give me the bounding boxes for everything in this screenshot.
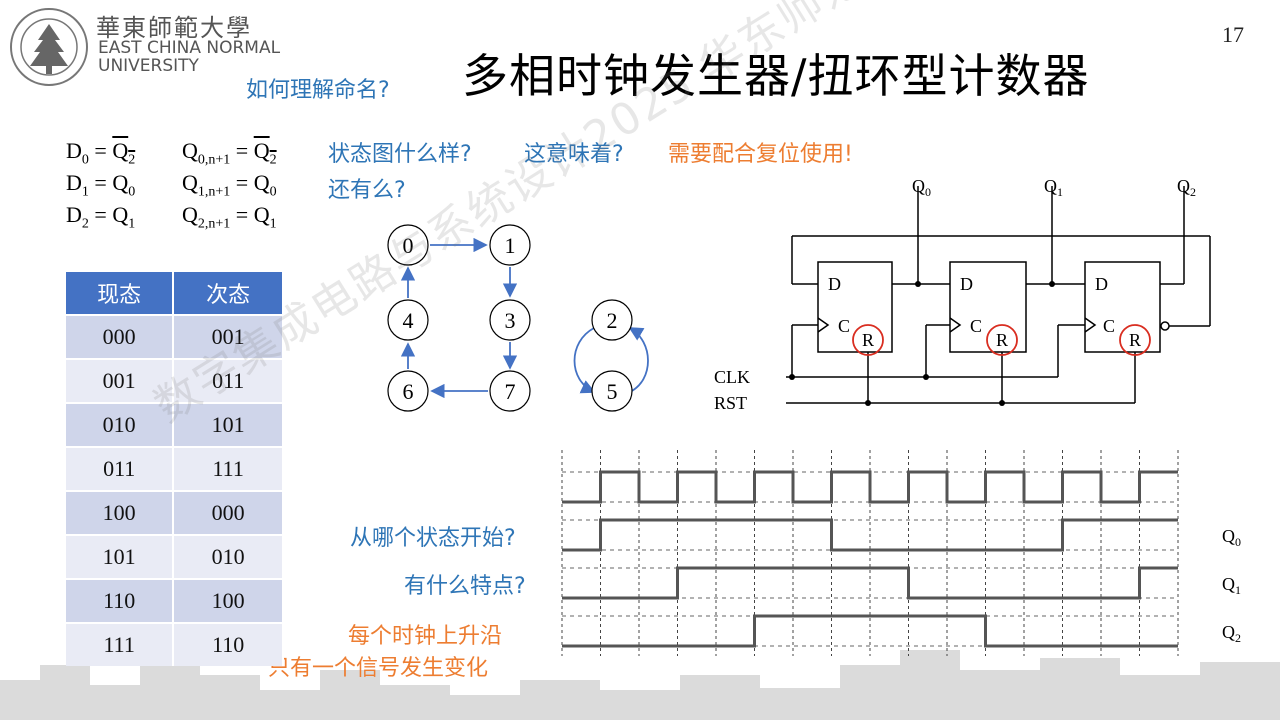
table-cell: 010 bbox=[173, 534, 284, 579]
note-rising-edge-line2: 只有一个信号发生变化 bbox=[268, 656, 489, 681]
equation-q0-next: Q0,n+1 = Q2 bbox=[182, 138, 277, 168]
clock-waveform bbox=[562, 470, 1178, 504]
equation-d2: D2 = Q1 bbox=[66, 202, 136, 232]
table-cell: 110 bbox=[66, 578, 175, 623]
timing-label-q0: Q0 bbox=[1222, 526, 1241, 549]
clk-label: CLK bbox=[714, 367, 750, 387]
state-node-7: 7 bbox=[489, 370, 531, 412]
svg-text:6: 6 bbox=[403, 379, 414, 404]
state-node-4: 4 bbox=[387, 299, 429, 341]
state-node-3: 3 bbox=[489, 299, 531, 341]
q1-waveform bbox=[562, 566, 1178, 600]
page-number: 17 bbox=[1222, 22, 1244, 47]
university-name-chinese: 華東師範大學 bbox=[96, 14, 252, 42]
table-cell: 010 bbox=[66, 402, 175, 447]
note-rising-edge-line1: 每个时钟上升沿 bbox=[348, 624, 503, 649]
table-cell: 000 bbox=[173, 490, 284, 535]
question-state-diagram: 状态图什么样? bbox=[328, 142, 472, 167]
equation-d1: D1 = Q0 bbox=[66, 170, 136, 200]
table-cell: 001 bbox=[66, 358, 175, 403]
state-node-1: 1 bbox=[489, 224, 531, 266]
university-name-english-line2: UNIVERSITY bbox=[98, 56, 199, 76]
table-cell: 101 bbox=[66, 534, 175, 579]
university-name-english-line1: EAST CHINA NORMAL bbox=[98, 38, 281, 58]
university-emblem-icon bbox=[10, 8, 88, 86]
table-cell: 111 bbox=[66, 622, 175, 666]
flip-flop-1 bbox=[949, 261, 1027, 353]
table-header-next-state: 次态 bbox=[173, 272, 284, 315]
table-cell: 100 bbox=[66, 490, 175, 535]
table-cell: 011 bbox=[66, 446, 175, 491]
svg-text:5: 5 bbox=[607, 379, 618, 404]
table-cell: 100 bbox=[173, 578, 284, 623]
state-node-6: 6 bbox=[387, 370, 429, 412]
svg-text:4: 4 bbox=[403, 308, 414, 333]
ff-d-label: D bbox=[960, 274, 973, 294]
timing-waveforms bbox=[562, 470, 1178, 648]
circuit-output-q0-label: Q0 bbox=[912, 176, 931, 199]
state-node-5: 5 bbox=[591, 370, 633, 412]
edge-5-to-2 bbox=[628, 327, 649, 393]
state-node-2: 2 bbox=[591, 299, 633, 341]
state-diagram: 0 1 3 7 6 4 2 5 bbox=[387, 224, 649, 412]
reset-highlight-circle bbox=[986, 324, 1018, 356]
q0-waveform bbox=[562, 518, 1178, 552]
svg-text:0: 0 bbox=[403, 233, 414, 258]
edge-2-to-5 bbox=[573, 327, 596, 394]
svg-text:2: 2 bbox=[607, 308, 618, 333]
ff-r-label: R bbox=[1129, 330, 1141, 350]
rst-label: RST bbox=[714, 393, 747, 413]
table-cell: 111 bbox=[173, 446, 284, 491]
reset-highlight-circle bbox=[1119, 324, 1151, 356]
svg-text:3: 3 bbox=[505, 308, 516, 333]
note-reset-required: 需要配合复位使用! bbox=[668, 142, 853, 167]
table-header-current-state: 现态 bbox=[66, 272, 175, 315]
reset-highlight-circle bbox=[852, 324, 884, 356]
ff-d-label: D bbox=[1095, 274, 1108, 294]
table-cell: 001 bbox=[173, 314, 284, 359]
ff-c-label: C bbox=[1103, 316, 1115, 336]
slide-title: 多相时钟发生器/扭环型计数器 bbox=[462, 49, 1090, 103]
timing-label-q2: Q2 bbox=[1222, 622, 1241, 645]
circuit-output-q1-label: Q1 bbox=[1044, 176, 1063, 199]
equation-q1-next: Q1,n+1 = Q0 bbox=[182, 170, 277, 200]
flip-flop-0 bbox=[817, 261, 893, 353]
table-cell: 011 bbox=[173, 358, 284, 403]
naming-question: 如何理解命名? bbox=[246, 78, 390, 103]
circuit-output-q2-label: Q2 bbox=[1177, 176, 1196, 199]
question-anything-else: 还有么? bbox=[328, 178, 406, 203]
equation-q2-next: Q2,n+1 = Q1 bbox=[182, 202, 277, 232]
equation-d0: D0 = Q2 bbox=[66, 138, 136, 168]
flip-flop-2 bbox=[1084, 261, 1161, 353]
table-cell: 101 bbox=[173, 402, 284, 447]
ff-r-label: R bbox=[862, 330, 874, 350]
question-feature: 有什么特点? bbox=[404, 574, 526, 599]
ring-counter-circuit: D D D C C C R R R CLK RST Q0 Q1 Q2 bbox=[714, 176, 1211, 413]
ff-c-label: C bbox=[970, 316, 982, 336]
ff-d-label: D bbox=[828, 274, 841, 294]
state-node-0: 0 bbox=[387, 224, 429, 266]
question-meaning: 这意味着? bbox=[524, 142, 624, 167]
timing-diagram: Q0 Q1 Q2 bbox=[561, 450, 1241, 656]
svg-text:1: 1 bbox=[505, 233, 516, 258]
question-start-state: 从哪个状态开始? bbox=[350, 526, 516, 551]
timing-label-q1: Q1 bbox=[1222, 574, 1241, 597]
ff-c-label: C bbox=[838, 316, 850, 336]
ff-r-label: R bbox=[996, 330, 1008, 350]
table-cell: 110 bbox=[173, 622, 284, 666]
table-cell: 000 bbox=[66, 314, 175, 359]
svg-text:7: 7 bbox=[505, 379, 516, 404]
campus-skyline-background bbox=[0, 650, 1280, 720]
q2-waveform bbox=[562, 614, 1178, 648]
